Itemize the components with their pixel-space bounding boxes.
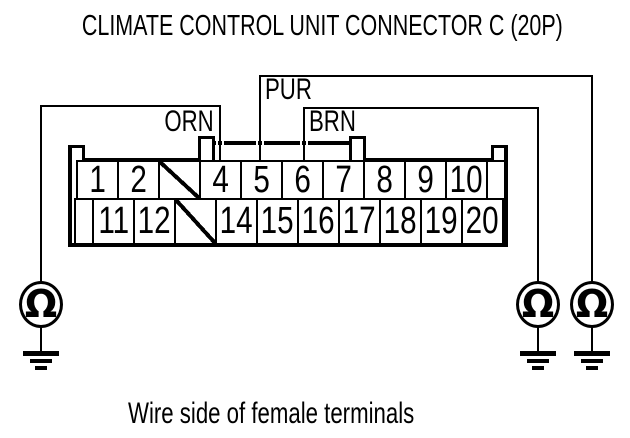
pin-6: 6 [281,159,324,201]
omega-symbol: Ω [575,281,609,326]
pin-8: 8 [363,159,406,201]
connector-right-tab-side [491,145,494,161]
wire-orn-pin4-vertical [219,106,221,161]
pin-13-missing [174,198,217,245]
wire-brn-horizontal [303,107,539,109]
pin-row-bottom: 11 12 14 15 16 17 18 19 20 [74,198,504,245]
connector-left-tab-top [68,145,85,148]
pin-5: 5 [240,159,283,201]
connector-latch-bar [198,141,366,145]
pin-15: 15 [256,198,299,245]
wire-brn-down-to-meter [537,107,539,282]
ohmmeter-middle-ground-lead [537,327,539,352]
pin-19: 19 [420,198,463,245]
connector-right-wall [504,145,508,247]
connector-top-edge-left [82,158,200,161]
wire-label-brn: BRN [309,105,356,138]
connector-bottom-edge [68,243,508,247]
pin-3-missing [158,160,201,200]
ohmmeter-icon: Ω [516,281,560,328]
pin-10: 10 [445,159,488,201]
ohmmeter-left-ground-lead [40,327,42,352]
wire-pur-pin5-vertical [259,76,261,161]
pin-20: 20 [461,198,504,245]
pin-1: 1 [76,159,119,201]
pin-12: 12 [133,198,176,245]
pin-row-bottom-filler [74,198,94,245]
wire-orn-down-to-meter [40,105,42,282]
pin-11: 11 [92,198,135,245]
wire-orn-horizontal [40,105,221,107]
pin-row-top: 1 2 4 5 6 7 8 9 10 [76,159,506,201]
pin-16: 16 [297,198,340,245]
connector-left-wall [68,145,72,247]
ohmmeter-icon: Ω [570,281,614,328]
pin-18: 18 [379,198,422,245]
wire-label-orn: ORN [164,105,214,138]
connector-latch-ear-left [198,136,215,161]
pin-17: 17 [338,198,381,245]
diagram-caption: Wire side of female terminals [128,397,415,430]
pin-7: 7 [322,159,365,201]
wire-brn-pin6-vertical [303,108,305,161]
omega-symbol: Ω [24,281,58,326]
wire-label-pur: PUR [265,73,312,106]
ohmmeter-icon: Ω [19,281,63,328]
connector-top-edge-right [364,158,492,161]
connector-latch-ear-right [349,136,366,161]
pin-row-top-filler [486,160,506,200]
diagram-title: CLIMATE CONTROL UNIT CONNECTOR C (20P) [81,10,563,42]
pin-4: 4 [199,159,242,201]
connector-right-tab-top [491,145,508,148]
wire-pur-horizontal [259,75,593,77]
pin-2: 2 [117,159,160,201]
pin-9: 9 [404,159,447,201]
pin-14: 14 [215,198,258,245]
connector-left-tab-side [82,145,85,161]
omega-symbol: Ω [521,281,555,326]
wire-pur-down-to-meter [591,75,593,282]
ohmmeter-right-ground-lead [591,327,593,352]
